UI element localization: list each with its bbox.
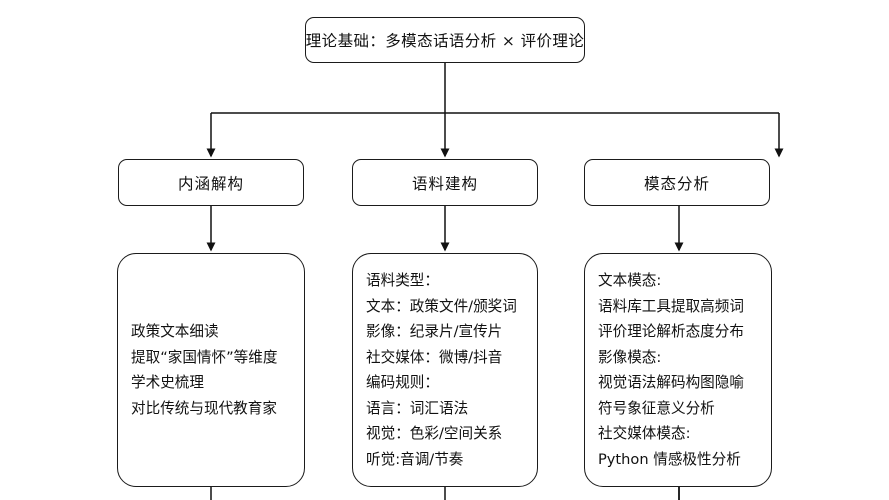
detail-line: 影像模态: xyxy=(598,348,662,366)
detail-line: 提取“家国情怀”等维度 xyxy=(131,348,278,366)
modality-detail-lines: 文本模态: 语料库工具提取高频词 评价理论解析态度分布 影像模态: 视觉语法解码… xyxy=(585,268,771,472)
detail-line: 符号象征意义分析 xyxy=(598,399,715,417)
node-connotation-deconstruction-label: 内涵解构 xyxy=(177,174,244,193)
node-connotation-detail[interactable]: 政策文本细读 提取“家国情怀”等维度 学术史梳理 对比传统与现代教育家 xyxy=(117,253,305,487)
detail-line: 语言：词汇语法 xyxy=(366,399,469,417)
node-corpus-detail[interactable]: 语料类型： 文本：政策文件/颁奖词 影像：纪录片/宣传片 社交媒体：微博/抖音 … xyxy=(352,253,538,487)
connotation-detail-lines: 政策文本细读 提取“家国情怀”等维度 学术史梳理 对比传统与现代教育家 xyxy=(118,319,304,421)
detail-line: 听觉:音调/节奏 xyxy=(366,450,464,468)
detail-line: 文本模态: xyxy=(598,272,662,289)
detail-line: 语料库工具提取高频词 xyxy=(598,297,744,315)
detail-line: 语料类型： xyxy=(366,272,439,289)
detail-line: 视觉语法解码构图隐喻 xyxy=(598,374,744,391)
detail-line: 评价理论解析态度分布 xyxy=(598,323,744,340)
node-modality-detail[interactable]: 文本模态: 语料库工具提取高频词 评价理论解析态度分布 影像模态: 视觉语法解码… xyxy=(584,253,772,487)
detail-line: 文本：政策文件/颁奖词 xyxy=(366,297,517,315)
corpus-detail-lines: 语料类型： 文本：政策文件/颁奖词 影像：纪录片/宣传片 社交媒体：微博/抖音 … xyxy=(353,268,537,472)
detail-line: 政策文本细读 xyxy=(131,323,219,340)
detail-line: 社交媒体模态: xyxy=(598,425,691,442)
detail-line: 编码规则： xyxy=(366,374,439,391)
detail-line: 视觉：色彩/空间关系 xyxy=(366,425,503,442)
node-modality-analysis-label: 模态分析 xyxy=(643,174,710,193)
detail-line: 对比传统与现代教育家 xyxy=(131,399,277,417)
node-corpus-construction-label: 语料建构 xyxy=(411,174,478,193)
node-connotation-deconstruction[interactable]: 内涵解构 xyxy=(118,159,304,206)
detail-line: 学术史梳理 xyxy=(131,374,204,391)
detail-line: Python 情感极性分析 xyxy=(598,450,741,468)
node-corpus-construction[interactable]: 语料建构 xyxy=(352,159,538,206)
detail-line: 社交媒体：微博/抖音 xyxy=(366,348,503,366)
node-theory-foundation[interactable]: 理论基础：多模态话语分析 × 评价理论 xyxy=(305,17,585,63)
node-theory-foundation-label: 理论基础：多模态话语分析 × 评价理论 xyxy=(305,32,585,50)
detail-line: 影像：纪录片/宣传片 xyxy=(366,323,503,340)
node-modality-analysis[interactable]: 模态分析 xyxy=(584,159,770,206)
